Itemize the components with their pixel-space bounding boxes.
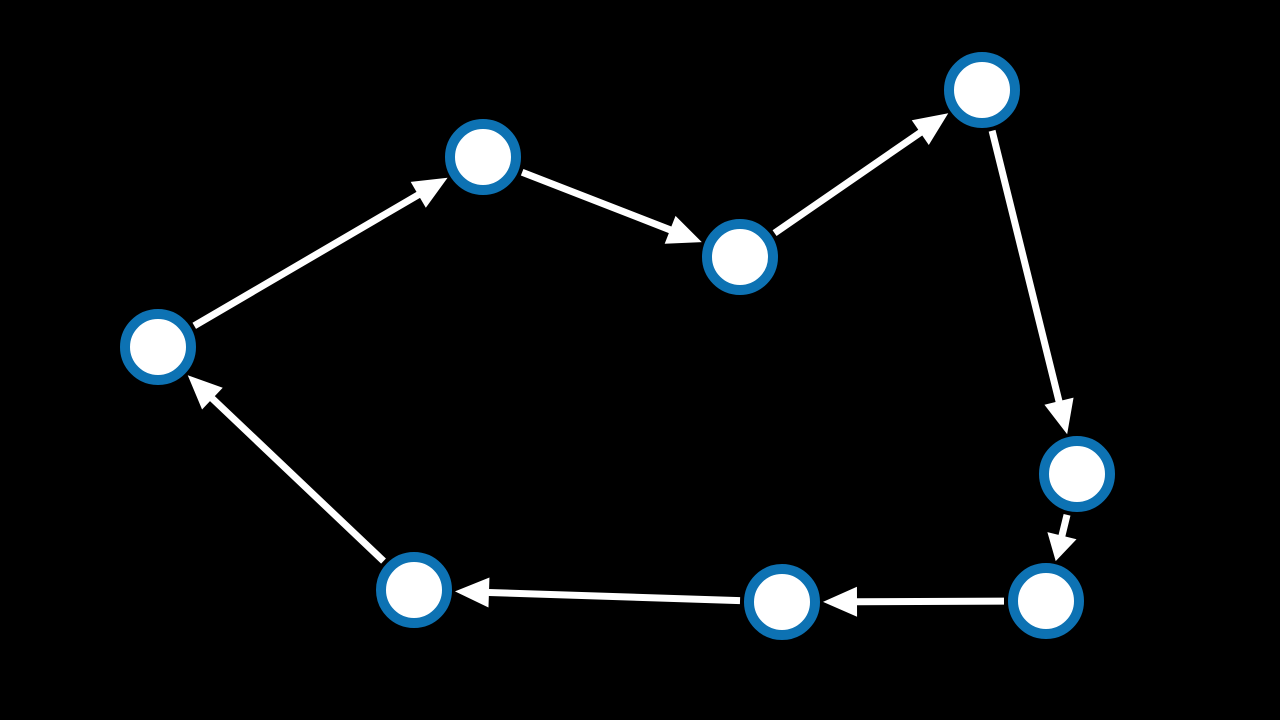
edge-layer <box>187 113 1077 617</box>
graph-node-circle[interactable] <box>376 552 452 628</box>
graph-edge-arrow[interactable] <box>192 177 448 329</box>
graph-edge-arrow[interactable] <box>772 113 949 237</box>
graph-node[interactable] <box>376 552 452 628</box>
graph-edge-arrow[interactable] <box>187 375 386 564</box>
graph-edge-arrow[interactable] <box>823 586 1005 617</box>
graph-node-circle[interactable] <box>702 219 778 295</box>
node-layer <box>120 52 1115 640</box>
graph-node[interactable] <box>120 309 196 385</box>
graph-edge-arrow[interactable] <box>454 577 741 608</box>
graph-node-circle[interactable] <box>944 52 1020 128</box>
graph-node[interactable] <box>1039 436 1115 512</box>
graph-node[interactable] <box>944 52 1020 128</box>
graph-node-circle[interactable] <box>744 564 820 640</box>
graph-edge-arrow[interactable] <box>988 129 1074 435</box>
graph-node[interactable] <box>702 219 778 295</box>
graph-node[interactable] <box>744 564 820 640</box>
graph-node-circle[interactable] <box>1039 436 1115 512</box>
graph-node-circle[interactable] <box>445 119 521 195</box>
graph-edge-arrow[interactable] <box>520 168 702 244</box>
graph-node[interactable] <box>1008 563 1084 639</box>
graph-edge-arrow[interactable] <box>1047 513 1077 562</box>
graph-node[interactable] <box>445 119 521 195</box>
graph-node-circle[interactable] <box>1008 563 1084 639</box>
graph-node-circle[interactable] <box>120 309 196 385</box>
